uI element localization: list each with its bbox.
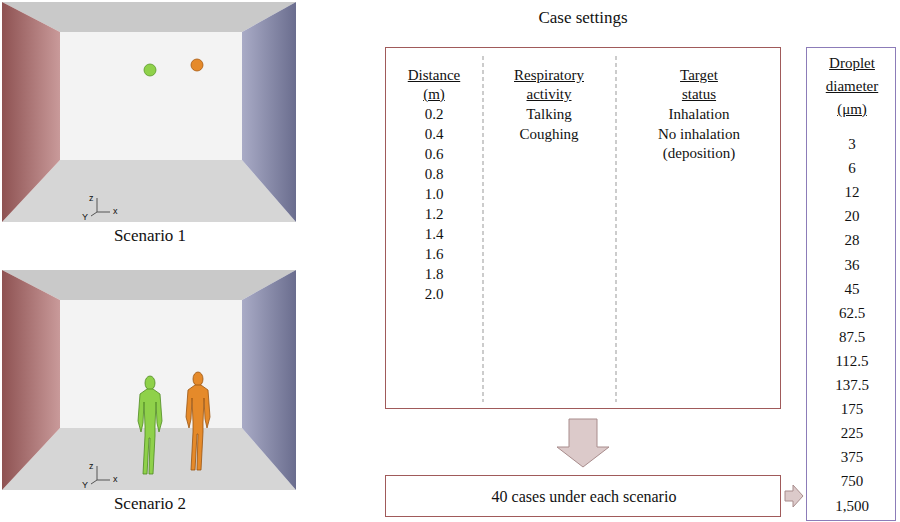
- table-cell: 6: [810, 157, 894, 180]
- green-human: [138, 376, 162, 474]
- table-cell: 1.4: [394, 225, 474, 244]
- table-cell: 0.2: [394, 105, 474, 124]
- table-cell: 45: [810, 278, 894, 301]
- diameter-list-box: Droplet diameter (μm)36122028364562.587.…: [806, 47, 896, 521]
- table-cell: 1.8: [394, 265, 474, 284]
- orange-human: [186, 372, 210, 470]
- summary-box: 40 cases under each scenario: [385, 475, 781, 517]
- axis-label: z: [89, 193, 94, 204]
- room-scenario-1: [2, 2, 296, 222]
- axis-label: Y: [82, 480, 88, 491]
- table-cell: 36: [810, 254, 894, 277]
- axis-label: Y: [82, 212, 88, 223]
- table-cell: 1.0: [394, 185, 474, 204]
- scenario-label: Scenario 2: [114, 494, 186, 513]
- axis-label: x: [113, 474, 118, 485]
- table-cell: 175: [810, 398, 894, 421]
- table-cell: 12: [810, 181, 894, 204]
- table-cell: 87.5: [810, 326, 894, 349]
- table-cell: Talking: [499, 105, 599, 124]
- orange-sphere: [191, 59, 203, 71]
- room-scenario-2: [2, 270, 296, 490]
- table-cell: 137.5: [810, 374, 894, 397]
- table-cell: Coughing: [499, 125, 599, 144]
- column-separators: [386, 48, 782, 410]
- table-cell: 1.2: [394, 205, 474, 224]
- table-cell: 112.5: [810, 350, 894, 373]
- table-cell: Inhalation: [643, 105, 755, 124]
- block-arrow: [557, 419, 609, 467]
- table-cell: 28: [810, 229, 894, 252]
- summary-text: 40 cases under each scenario: [394, 487, 774, 506]
- dashed-separator: [616, 56, 617, 402]
- table-cell: 750: [810, 470, 894, 493]
- table-cell: 0.6: [394, 145, 474, 164]
- table-cell: 0.8: [394, 165, 474, 184]
- table-cell: 1,500: [810, 495, 894, 518]
- column-header: Respiratory activity: [499, 66, 599, 104]
- table-cell: 3: [810, 133, 894, 156]
- green-sphere: [144, 64, 156, 76]
- block-arrow: [785, 485, 803, 507]
- dashed-separator: [483, 56, 484, 402]
- table-cell: 62.5: [810, 302, 894, 325]
- column-header: Target status: [668, 66, 730, 104]
- axis-label: z: [89, 461, 94, 472]
- settings-table-box: Distance (m)0.20.40.60.81.01.21.41.61.82…: [385, 47, 781, 409]
- table-cell: 375: [810, 446, 894, 469]
- table-cell: No inhalation (deposition): [643, 125, 755, 163]
- table-cell: 0.4: [394, 125, 474, 144]
- table-cell: 1.6: [394, 245, 474, 264]
- axis-label: x: [113, 206, 118, 217]
- table-cell: 2.0: [394, 285, 474, 304]
- scenario-label: Scenario 1: [114, 226, 186, 245]
- column-header: Droplet diameter (μm): [811, 52, 893, 121]
- table-cell: 225: [810, 422, 894, 445]
- column-header: Distance (m): [399, 66, 469, 104]
- table-cell: 20: [810, 205, 894, 228]
- figure-title: Case settings: [385, 8, 781, 28]
